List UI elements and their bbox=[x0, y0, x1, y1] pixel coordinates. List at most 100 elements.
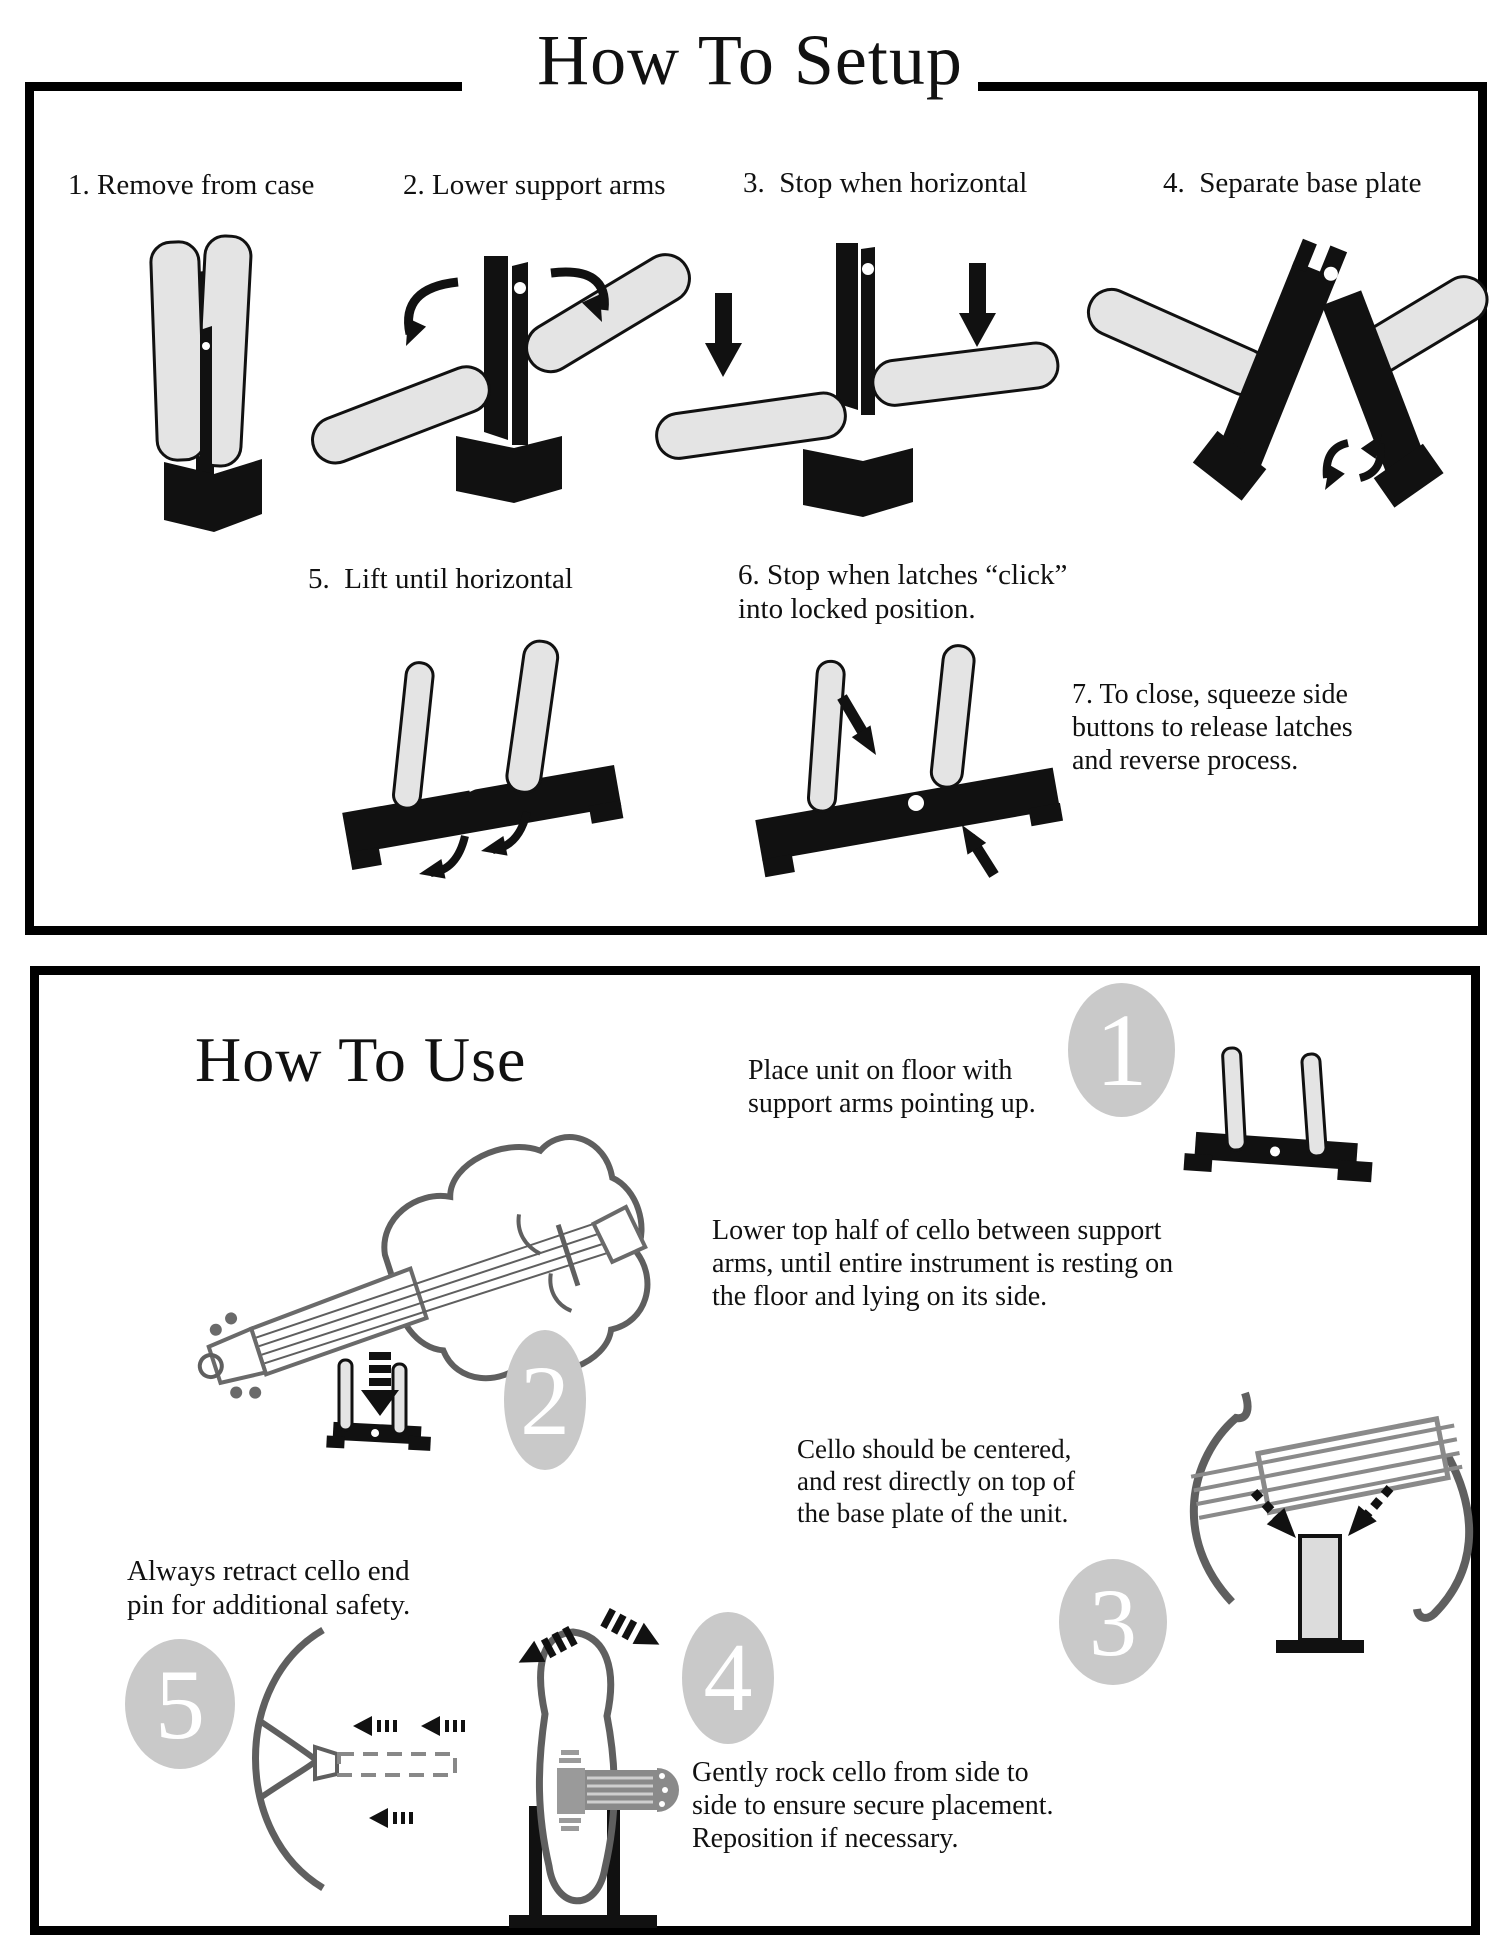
support-arm bbox=[149, 240, 207, 462]
support-arm bbox=[929, 644, 976, 789]
curved-arrow-icon bbox=[1358, 443, 1385, 482]
support-arm bbox=[1298, 1534, 1342, 1642]
badge-number: 2 bbox=[520, 1344, 570, 1456]
use-step-4-text: Gently rock cello from side to side to e… bbox=[692, 1757, 1054, 1855]
dashed-arrow-head bbox=[1348, 1505, 1377, 1536]
badge-number: 1 bbox=[1095, 992, 1148, 1108]
cello-side-outline bbox=[535, 1628, 618, 1905]
use-step-3-badge: 3 bbox=[1059, 1559, 1167, 1685]
cello-bout-curve bbox=[258, 1758, 318, 1801]
base-plate-leg bbox=[1192, 238, 1348, 501]
figure-lift-until-horizontal bbox=[342, 639, 624, 879]
base-bar bbox=[342, 764, 624, 871]
use-step-5-badge: 5 bbox=[125, 1639, 235, 1769]
cello-bout-curve bbox=[258, 1718, 318, 1763]
tailpiece bbox=[590, 1204, 648, 1265]
support-arm bbox=[392, 661, 435, 810]
figure-separate-base-plate bbox=[1086, 238, 1489, 508]
string bbox=[255, 1219, 604, 1339]
base-bar bbox=[755, 767, 1064, 878]
setup-step-7-label: 7. To close, squeeze side buttons to rel… bbox=[1072, 679, 1353, 777]
center-post bbox=[836, 243, 858, 410]
stand-small bbox=[326, 1358, 431, 1451]
setup-step-1-label: 1. Remove from case bbox=[68, 169, 315, 201]
support-arm bbox=[871, 341, 1060, 407]
base-block-front bbox=[803, 449, 863, 517]
figure-stop-when-horizontal bbox=[655, 243, 1060, 517]
curved-arrow-head bbox=[481, 836, 508, 856]
tuning-peg bbox=[230, 1386, 243, 1399]
setup-step-5-label: 5. Lift until horizontal bbox=[308, 563, 573, 595]
use-step-3-text: Cello should be centered, and rest direc… bbox=[797, 1434, 1076, 1528]
tuning-peg bbox=[209, 1323, 222, 1336]
setup-title: How To Setup bbox=[537, 20, 963, 100]
string bbox=[261, 1240, 611, 1356]
use-step-1-text: Place unit on floor with support arms po… bbox=[748, 1055, 1036, 1120]
figure-lower-support-arms bbox=[311, 253, 691, 503]
support-arm bbox=[655, 391, 847, 460]
dashed-arrow-shaft bbox=[1360, 1485, 1394, 1521]
curved-arrow-head bbox=[581, 294, 602, 322]
setup-step-4-label: 4. Separate base plate bbox=[1163, 167, 1422, 199]
figure-stand-folded bbox=[149, 234, 262, 532]
latch-slot bbox=[866, 760, 879, 778]
stand-post bbox=[529, 1806, 542, 1918]
string bbox=[258, 1230, 607, 1348]
latch-hole bbox=[202, 342, 210, 350]
curved-arrow-head bbox=[406, 318, 427, 346]
latch-hole bbox=[514, 282, 526, 294]
figure-latches-click-locked bbox=[755, 644, 1064, 878]
tuning-peg bbox=[249, 1386, 262, 1399]
use-step-2-badge: 2 bbox=[504, 1330, 586, 1470]
rock-arrow-icon bbox=[518, 1626, 578, 1663]
cello-edge-curve bbox=[1413, 1454, 1474, 1622]
badge-number: 4 bbox=[703, 1624, 753, 1732]
use-section-frame bbox=[30, 966, 1480, 1935]
curved-arrow-head bbox=[1325, 464, 1345, 490]
figure-stand-upright bbox=[1183, 1046, 1373, 1183]
support-arm bbox=[391, 1362, 408, 1436]
down-arrow-shaft bbox=[969, 263, 986, 315]
f-hole bbox=[548, 1273, 573, 1313]
figure-retract-end-pin bbox=[252, 1626, 465, 1891]
support-arm bbox=[806, 659, 846, 813]
down-arrow-head bbox=[705, 343, 742, 377]
badge-number: 5 bbox=[155, 1648, 205, 1760]
figure-cello-on-baseplate-closeup bbox=[1189, 1391, 1474, 1653]
base-block-front bbox=[164, 462, 214, 532]
badge-number: 3 bbox=[1089, 1568, 1137, 1676]
base-plate bbox=[1276, 1640, 1364, 1653]
base-block-side bbox=[214, 459, 262, 532]
bridge bbox=[555, 1224, 581, 1287]
cello-edge-curve bbox=[1189, 1391, 1252, 1605]
strings-band bbox=[1190, 1415, 1463, 1520]
setup-step-3-label: 3. Stop when horizontal bbox=[743, 167, 1028, 199]
cello-bottom-curve bbox=[252, 1626, 325, 1891]
rock-arrow-icon bbox=[600, 1608, 660, 1645]
down-arrow-shaft bbox=[715, 293, 732, 345]
arrow-head bbox=[962, 825, 987, 855]
base-block-side bbox=[514, 436, 562, 503]
latch-button bbox=[908, 795, 924, 811]
tailpiece-and-strings bbox=[557, 1750, 679, 1831]
endpin-socket bbox=[313, 1744, 339, 1782]
curved-arrow-head bbox=[1360, 434, 1382, 459]
use-step-4-badge: 4 bbox=[682, 1612, 774, 1744]
support-arm bbox=[1221, 1046, 1247, 1152]
retract-arrow-icon bbox=[353, 1716, 397, 1736]
retract-arrow-icon bbox=[421, 1716, 465, 1736]
setup-title-gap bbox=[462, 68, 978, 96]
support-arm bbox=[505, 639, 560, 794]
support-arm bbox=[337, 1358, 354, 1432]
base-block-front bbox=[456, 436, 514, 503]
base-block-side bbox=[863, 448, 913, 517]
use-step-5-text: Always retract cello end pin for additio… bbox=[127, 1555, 411, 1622]
setup-step-2-label: 2. Lower support arms bbox=[403, 169, 666, 201]
latch-post bbox=[512, 262, 528, 445]
base-bar bbox=[1183, 1131, 1373, 1183]
base-plate-leg bbox=[1321, 290, 1444, 508]
use-title: How To Use bbox=[195, 1024, 527, 1095]
curved-arrow-icon bbox=[1322, 439, 1350, 479]
setup-step-6-label: 6. Stop when latches “click” into locked… bbox=[738, 559, 1068, 626]
